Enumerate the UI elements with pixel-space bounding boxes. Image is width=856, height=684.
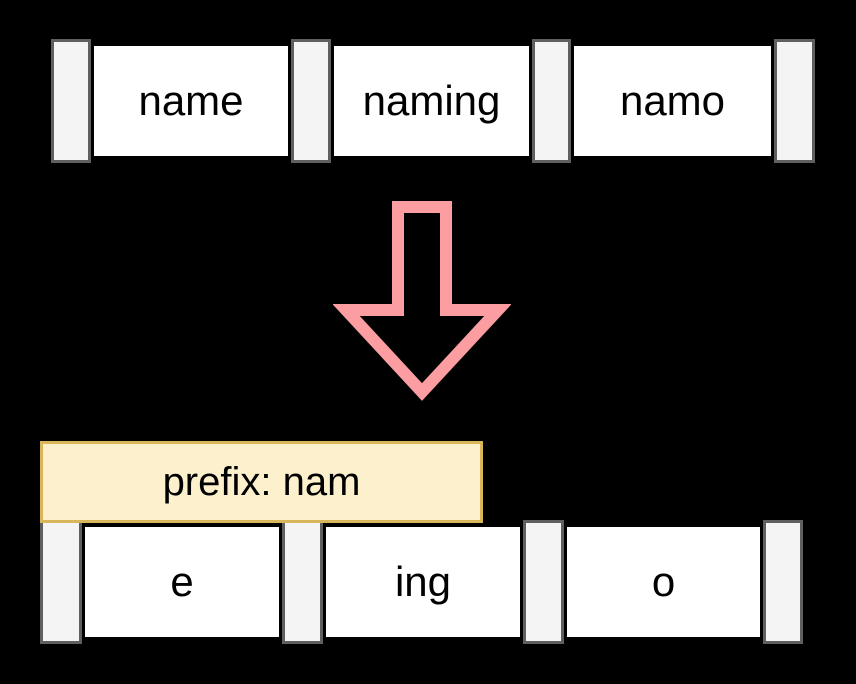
down-arrow-icon [333, 201, 511, 401]
suffix-cell-label: o [651, 558, 676, 605]
separator-block [282, 520, 323, 644]
separator-block [523, 520, 564, 644]
separator-block [40, 520, 82, 644]
string-cell-naming: naming [331, 43, 532, 159]
separator-block [763, 520, 803, 644]
suffix-cell-o: o [564, 524, 763, 640]
separator-block [774, 39, 815, 163]
string-cell-name: name [91, 43, 291, 159]
prefix-box-label: prefix: nam [162, 460, 361, 504]
separator-block [51, 39, 91, 163]
suffix-cell-e: e [82, 524, 282, 640]
down-arrow-outline [333, 201, 511, 401]
prefix-box: prefix: nam [40, 441, 483, 523]
string-cell-label: naming [362, 77, 501, 124]
string-cell-label: namo [619, 77, 726, 124]
separator-block [291, 39, 331, 163]
string-cell-label: name [138, 77, 244, 124]
separator-block [532, 39, 571, 163]
original-strings-row: name naming namo [51, 39, 815, 163]
suffix-cell-label: ing [394, 558, 452, 605]
suffix-cell-label: e [170, 558, 194, 605]
suffixes-row: e ing o [40, 520, 803, 644]
suffix-cell-ing: ing [323, 524, 523, 640]
string-cell-namo: namo [571, 43, 774, 159]
